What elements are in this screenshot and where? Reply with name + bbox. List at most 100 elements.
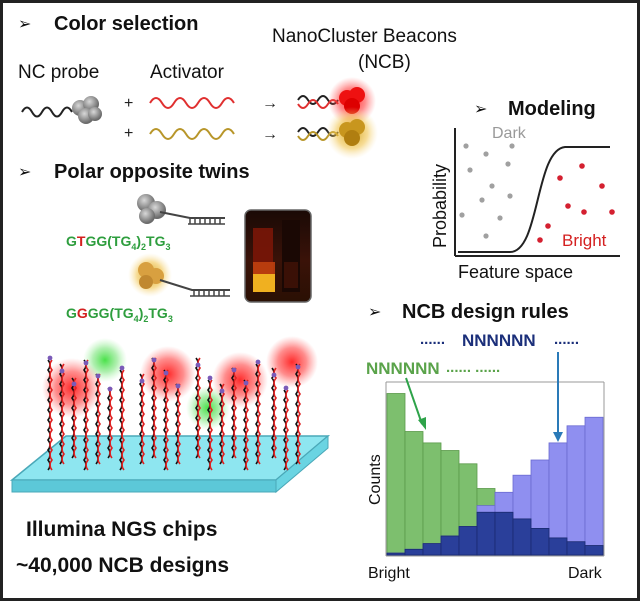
dna-strand [165, 369, 170, 471]
dots-top-left: ...... [420, 331, 445, 348]
modeling-section: ➢ Modeling Probability Feature space Dar… [430, 98, 620, 282]
dna-strand [221, 383, 226, 465]
chips-line2: ~40,000 NCB designs [16, 554, 229, 577]
bright-label: Bright [562, 231, 607, 250]
green-pointer-arrow [405, 377, 423, 425]
overlap-histogram-bar [476, 511, 496, 556]
histogram-bars [386, 393, 604, 556]
modeling-ylabel: Probability [430, 164, 450, 248]
red-dots [537, 163, 615, 243]
nc-probe-strand [21, 106, 73, 118]
chip-front-face [11, 479, 277, 493]
green-histogram-bar [404, 431, 424, 556]
chip-dna-strands [46, 355, 302, 471]
dna-strand [141, 373, 146, 465]
overlap-histogram-bar [548, 537, 568, 556]
blue-arrowhead [553, 432, 563, 442]
strand-tip-icon [71, 381, 77, 387]
histogram-x-left: Bright [368, 565, 410, 582]
overlap-histogram-bar [530, 528, 550, 556]
green-sequence: NNNNNN [366, 359, 440, 378]
reaction-arrow-top: → [262, 95, 278, 112]
strand-tip-icon [95, 373, 101, 379]
strand-tip-icon [59, 368, 65, 374]
dna-strand [245, 379, 250, 471]
polar-twins-section: ➢ Polar opposite twins GTGG(TG4)2TG3 [18, 161, 312, 324]
overlap-histogram-bar [458, 526, 478, 556]
green-arrowhead [418, 417, 426, 430]
strand-tip-icon [219, 388, 225, 394]
strand-tip-icon [119, 365, 125, 371]
bullet-arrow-icon: ➢ [18, 16, 31, 33]
strand-tip-icon [47, 355, 53, 361]
activator-label: Activator [150, 62, 225, 83]
dna-strand [97, 373, 102, 465]
strand-tip-icon [175, 383, 181, 389]
ncb-label-line1: NanoCluster Beacons [272, 26, 457, 47]
yellow-ncb-cluster-icon [339, 119, 365, 146]
bottom-twin-duplex [190, 290, 230, 297]
strand-tip-icon [207, 375, 213, 381]
overlap-histogram-bar [584, 545, 604, 556]
bullet-arrow-icon: ➢ [368, 304, 381, 321]
ncb-label-line2: (NCB) [358, 52, 411, 73]
dna-strand [85, 359, 90, 471]
chip-side-face [275, 434, 329, 494]
histogram-x-right: Dark [568, 565, 603, 582]
blue-histogram-bar [584, 416, 604, 556]
top-twin-duplex [188, 218, 225, 225]
strand-tip-icon [255, 359, 261, 365]
strand-tip-icon [295, 364, 301, 370]
dna-strand [209, 379, 214, 471]
dna-strand [121, 369, 126, 471]
strand-tip-icon [151, 357, 157, 363]
top-twin-sequence: GTGG(TG4)2TG3 [66, 233, 171, 252]
strand-tip-icon [83, 360, 89, 366]
design-rules-title: NCB design rules [402, 301, 569, 323]
red-glow [266, 336, 318, 388]
dna-strand [285, 389, 290, 471]
bottom-twin-sequence: GGGG(TG4)2TG3 [66, 305, 173, 324]
overlap-histogram-bar [512, 518, 532, 556]
bullet-arrow-icon: ➢ [18, 164, 31, 181]
green-histogram-bar [422, 442, 442, 556]
histogram-ylabel: Counts [367, 454, 384, 505]
chip-illustration [9, 336, 331, 494]
dna-strand [177, 383, 182, 465]
overlap-histogram-bar [494, 511, 514, 556]
strand-tip-icon [139, 378, 145, 384]
strand-tip-icon [195, 362, 201, 368]
overlap-histogram-bar [440, 535, 460, 556]
dots-mid: ...... ...... [446, 359, 500, 376]
nc-probe-cluster-icon [72, 96, 102, 124]
dna-strand [153, 357, 158, 459]
strand-tip-icon [107, 386, 113, 392]
blue-sequence: NNNNNN [462, 331, 536, 350]
dna-strand [197, 357, 202, 459]
modeling-xlabel: Feature space [458, 262, 573, 282]
plus-sign-bottom: + [124, 125, 133, 142]
dna-strand [73, 377, 78, 459]
dna-strand [49, 359, 54, 471]
dna-strand [61, 363, 66, 465]
chips-line1: Illumina NGS chips [26, 518, 217, 541]
gray-dots [459, 143, 515, 239]
gray-cluster-icon [137, 194, 166, 224]
reaction-arrow-bottom: → [262, 126, 278, 143]
overlap-histogram-bar [404, 548, 424, 556]
dots-top-right: ...... [554, 331, 579, 348]
strand-tip-icon [271, 372, 277, 378]
bullet-arrow-icon: ➢ [474, 101, 487, 118]
design-rules-section: ➢ NCB design rules ...... NNNNNN ...... … [366, 301, 605, 582]
color-selection-section: ➢ Color selection NC probe Activator Nan… [18, 13, 457, 159]
strand-tip-icon [283, 385, 289, 391]
nc-probe-label: NC probe [18, 62, 99, 83]
green-histogram-bar [386, 393, 406, 556]
polar-twins-title: Polar opposite twins [54, 161, 250, 183]
red-glow [212, 352, 268, 408]
strand-tip-icon [243, 380, 249, 386]
modeling-title: Modeling [508, 98, 596, 120]
overlap-histogram-bar [422, 543, 442, 556]
chip-top-face [9, 435, 331, 481]
